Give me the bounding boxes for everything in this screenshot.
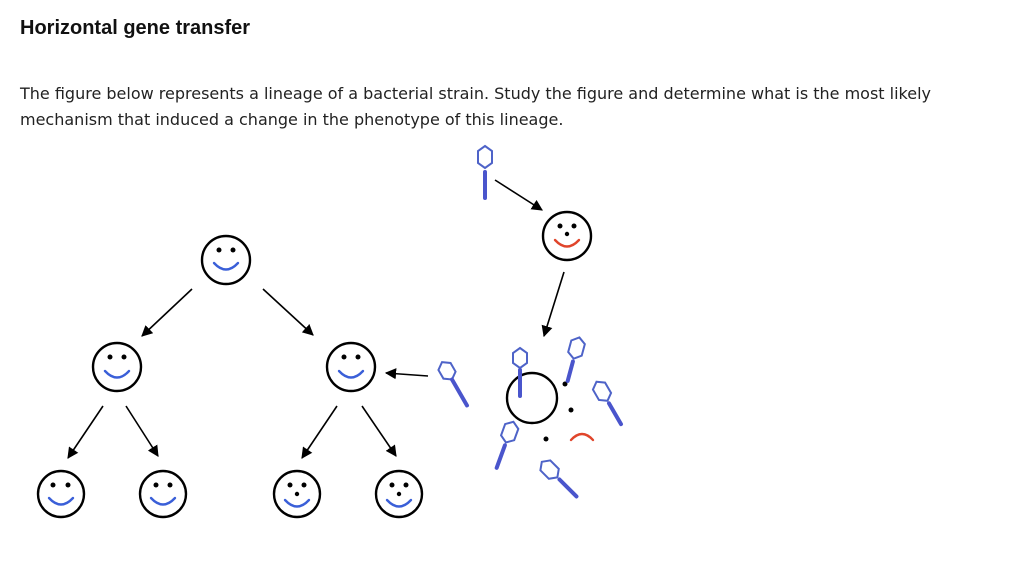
smile: [212, 261, 240, 271]
arrow-icon: [301, 405, 338, 459]
bacteriophage-icon: [512, 346, 528, 398]
bacteriophage-icon: [477, 144, 493, 200]
lysed-cell-icon: [505, 371, 595, 442]
bacteriophage-icon: [591, 380, 623, 427]
arrow-icon: [541, 271, 565, 338]
arrow-icon: [384, 368, 429, 380]
bacteriophage-icon: [437, 361, 469, 408]
grandchild-bacterium-2-icon: [138, 469, 188, 519]
parent-bacterium-icon: [200, 234, 252, 286]
arrow-icon: [361, 405, 397, 457]
arrow-icon: [262, 288, 314, 336]
bacteriophage-icon: [494, 420, 520, 470]
bacteriophage-icon: [539, 459, 579, 499]
bacteriophage-icon: [565, 336, 586, 383]
arrow-icon: [67, 405, 104, 459]
arrow-icon: [494, 179, 543, 211]
grandchild-bacterium-3-icon: [272, 469, 322, 519]
grandchild-bacterium-4-icon: [374, 469, 424, 519]
arrow-icon: [125, 405, 159, 457]
page-title: Horizontal gene transfer: [20, 17, 251, 39]
donor-bacterium-icon: [541, 210, 593, 262]
child-bacterium-right-icon: [325, 341, 377, 393]
grandchild-bacterium-1-icon: [36, 469, 86, 519]
question-text: The figure below represents a lineage of…: [20, 84, 932, 129]
arrow-icon: [141, 288, 193, 337]
child-bacterium-left-icon: [91, 341, 143, 393]
